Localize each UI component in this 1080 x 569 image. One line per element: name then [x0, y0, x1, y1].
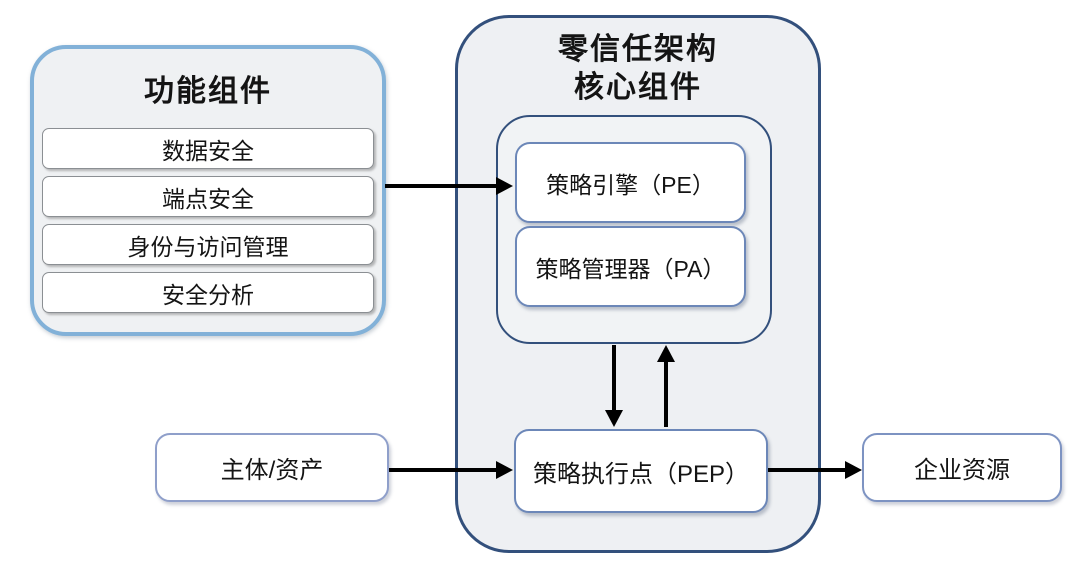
- functional-components-panel: 功能组件 数据安全 端点安全 身份与访问管理 安全分析: [30, 45, 386, 336]
- arrow-shaft: [612, 345, 616, 413]
- enterprise-resource-node: 企业资源: [862, 433, 1062, 502]
- arrow-subject-to-pep: [389, 461, 513, 479]
- core-components-panel: 零信任架构 核心组件 策略引擎（PE） 策略管理器（PA） 策略执行点（PEP）: [455, 15, 821, 553]
- policy-engine-node: 策略引擎（PE）: [515, 142, 746, 223]
- policy-enforcement-point-node: 策略执行点（PEP）: [514, 429, 768, 513]
- arrow-shaft: [385, 184, 499, 188]
- functional-item-data-security: 数据安全: [42, 128, 374, 169]
- arrow-head-right-icon: [496, 177, 513, 195]
- arrow-head-up-icon: [657, 345, 675, 362]
- arrow-policy-group-to-pep: [605, 345, 623, 427]
- arrow-head-right-icon: [496, 461, 513, 479]
- functional-panel-title: 功能组件: [144, 75, 272, 108]
- arrow-pep-to-policy-group: [657, 345, 675, 427]
- core-panel-title: 零信任架构 核心组件: [458, 31, 818, 107]
- arrow-functional-to-policy-engine: [385, 177, 513, 195]
- core-panel-title-line1: 零信任架构: [558, 33, 718, 66]
- arrow-head-down-icon: [605, 410, 623, 427]
- arrow-shaft: [389, 468, 499, 472]
- functional-items-list: 数据安全 端点安全 身份与访问管理 安全分析: [42, 121, 374, 313]
- functional-item-endpoint-security: 端点安全: [42, 176, 374, 217]
- policy-decision-group: 策略引擎（PE） 策略管理器（PA）: [496, 115, 772, 344]
- arrow-shaft: [768, 468, 848, 472]
- arrow-pep-to-resource: [768, 461, 862, 479]
- arrow-head-right-icon: [845, 461, 862, 479]
- functional-item-identity-access-management: 身份与访问管理: [42, 224, 374, 265]
- arrow-shaft: [664, 359, 668, 427]
- core-panel-title-line2: 核心组件: [574, 71, 702, 104]
- policy-administrator-node: 策略管理器（PA）: [515, 226, 746, 307]
- subject-asset-node: 主体/资产: [155, 433, 389, 502]
- functional-item-security-analytics: 安全分析: [42, 272, 374, 313]
